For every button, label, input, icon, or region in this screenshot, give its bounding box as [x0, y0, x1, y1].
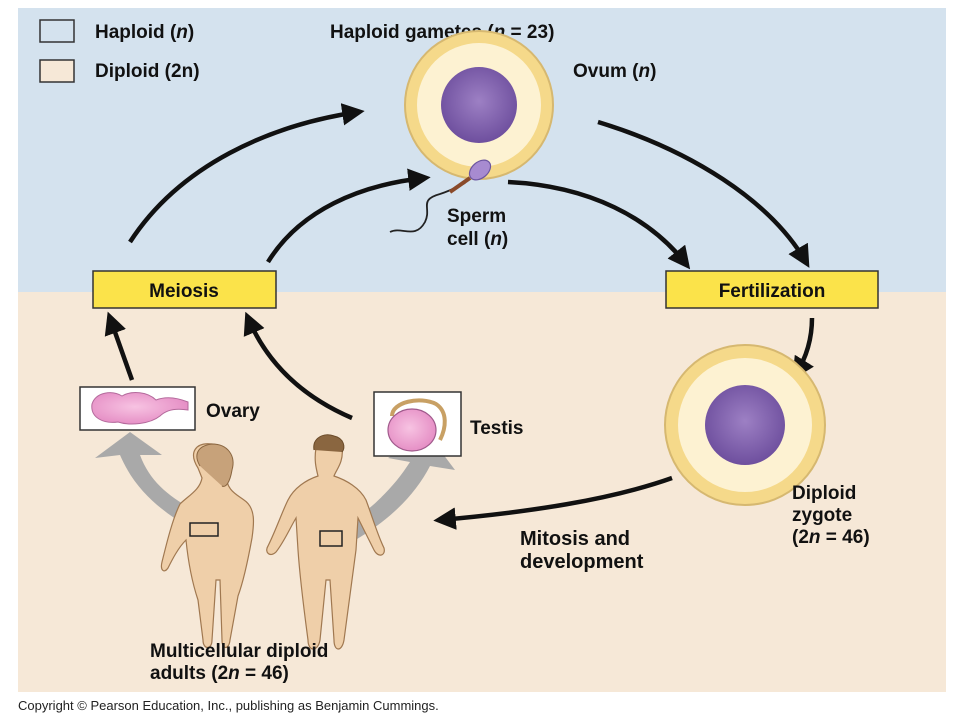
legend: Haploid (n) Diploid (2n): [39, 19, 200, 83]
svg-text:Diploid (2n): Diploid (2n): [95, 61, 200, 82]
adults-label-line2: adults (2n = 46): [150, 663, 289, 684]
legend-diploid-symbol: 2n: [171, 61, 193, 82]
legend-haploid-swatch: [39, 19, 75, 43]
arrow-meiosis-to-sperm: [266, 168, 431, 264]
cycle-arrows: [104, 103, 815, 530]
svg-text:Haploid (n): Haploid (n): [95, 22, 194, 43]
zygote-cell: [664, 344, 826, 506]
arrow-ovary-to-meiosis: [104, 311, 135, 381]
sperm-label-line2: cell (n): [447, 229, 508, 250]
arrow-testis-to-meiosis: [243, 311, 353, 421]
fertilization-box: Fertilization: [665, 270, 879, 309]
arrow-ovum-to-fertilization: [597, 119, 810, 268]
copyright-text: Copyright © Pearson Education, Inc., pub…: [18, 698, 439, 713]
zygote-nucleus: [705, 385, 785, 465]
legend-haploid-label: Haploid: [95, 22, 165, 43]
meiosis-box: Meiosis: [92, 270, 277, 309]
arrow-sperm-to-fertilization: [507, 179, 691, 270]
female-figure: [160, 443, 255, 649]
sperm-label-line1: Sperm: [447, 206, 506, 227]
ovum-nucleus: [441, 67, 517, 143]
male-marker-box: [319, 530, 343, 547]
male-figure: [266, 434, 385, 650]
arrow-meiosis-to-ovum: [128, 103, 365, 244]
adults-label-line1: Multicellular diploid: [150, 641, 328, 662]
arrow-zygote-to-adults: [433, 475, 673, 530]
fertilization-label: Fertilization: [719, 281, 826, 302]
female-marker-box: [189, 522, 219, 537]
sperm-cell: [389, 159, 492, 233]
testis-box: [373, 391, 462, 457]
ovary-box: [79, 386, 196, 431]
zygote-label-line2: zygote: [792, 505, 852, 526]
legend-haploid-symbol: n: [176, 22, 188, 43]
testis-label: Testis: [470, 418, 524, 439]
zygote-label-line3: (2n = 46): [792, 527, 870, 548]
gray-arrow-to-ovary: [95, 432, 198, 528]
zygote-label-line1: Diploid: [792, 483, 856, 504]
legend-diploid-label: Diploid: [95, 61, 159, 82]
legend-diploid-swatch: [39, 59, 75, 83]
ovum-cell: [404, 30, 554, 180]
testis-icon: [387, 408, 437, 452]
mitosis-label-line2: development: [520, 551, 644, 573]
mitosis-label-line1: Mitosis and: [520, 528, 630, 550]
meiosis-label: Meiosis: [149, 281, 219, 302]
ovary-icon: [91, 392, 189, 425]
ovary-label: Ovary: [206, 401, 260, 422]
ovum-label: Ovum (n): [573, 61, 656, 82]
